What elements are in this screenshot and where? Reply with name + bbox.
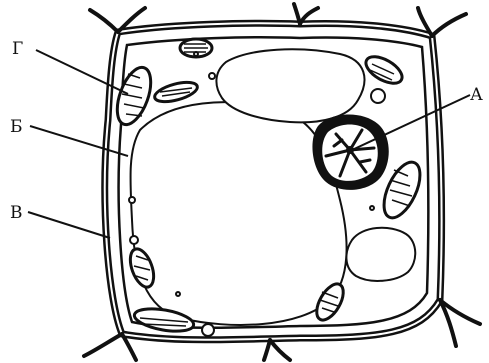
label-B: Б [10, 117, 23, 137]
pointer-line-V [28, 212, 110, 238]
label-V: В [10, 203, 23, 223]
pointer-line-B [30, 126, 128, 156]
chloroplast-right-top [362, 51, 407, 88]
label-G: Г [12, 39, 23, 59]
nucleus [312, 114, 388, 189]
chloroplast-top-2 [153, 79, 200, 106]
chloroplast-left-top [111, 63, 158, 129]
small-vacuole-top [216, 49, 364, 122]
small-vacuole-bottom-right [346, 228, 415, 281]
label-A: А [470, 85, 483, 105]
